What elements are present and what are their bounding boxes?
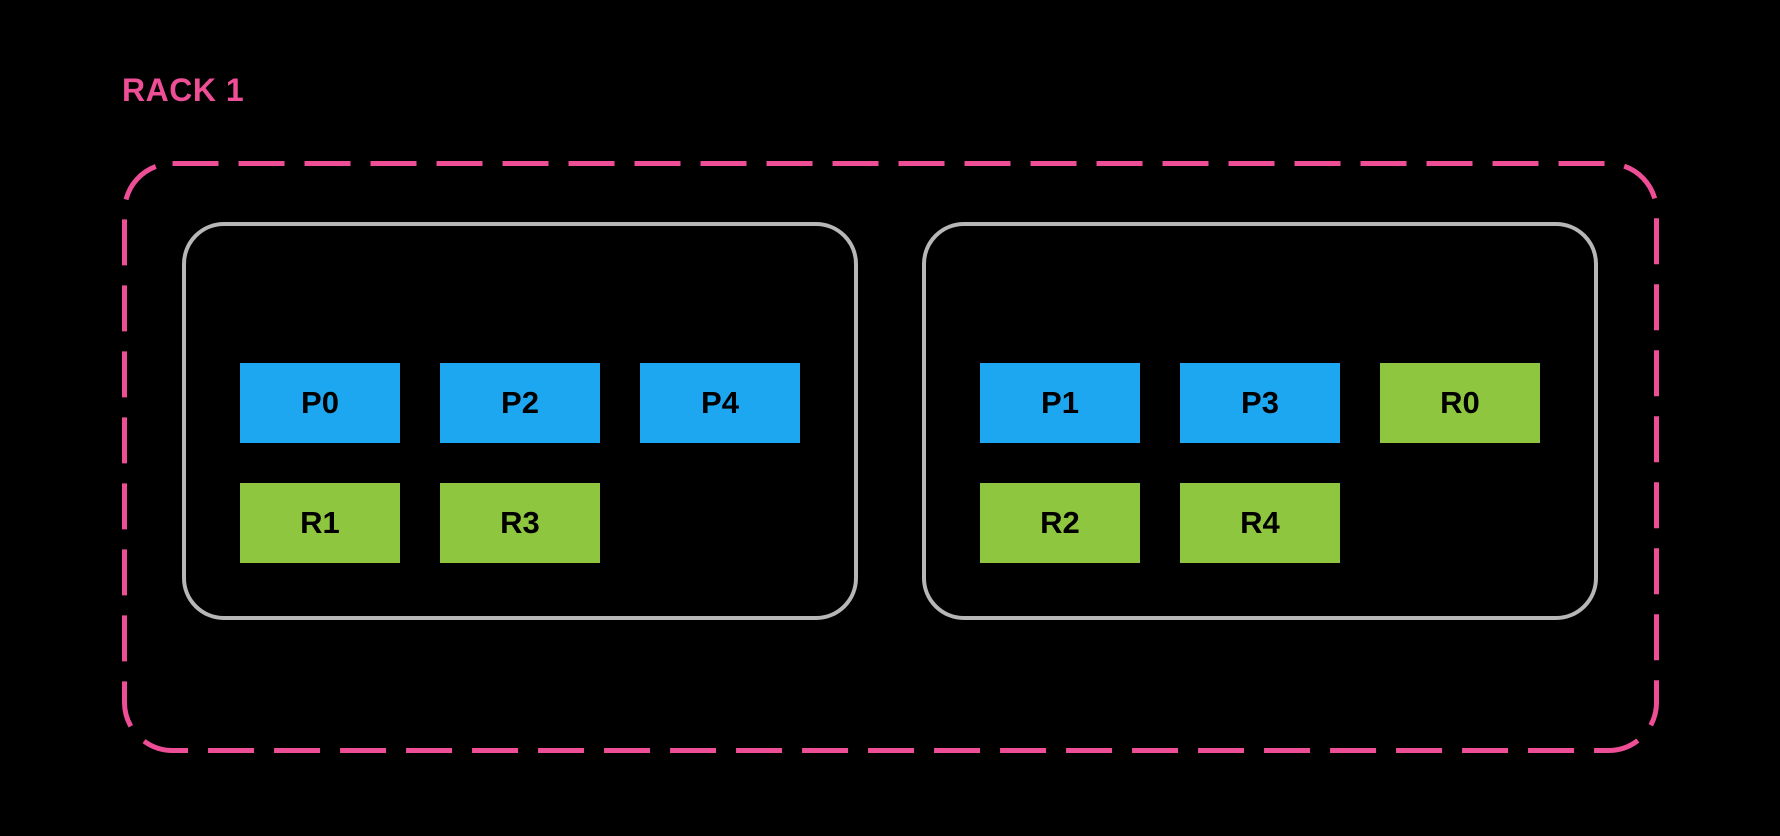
slot-r2: R2 xyxy=(980,483,1140,563)
slot-p3: P3 xyxy=(1180,363,1340,443)
slot-p2: P2 xyxy=(440,363,600,443)
slot-p1: P1 xyxy=(980,363,1140,443)
rack-dashed-border xyxy=(122,161,1659,753)
node-1: P0 P2 P4 R1 R3 xyxy=(182,222,858,620)
slot-r4: R4 xyxy=(1180,483,1340,563)
node-2: P1 P3 R0 R2 R4 xyxy=(922,222,1598,620)
slot-r1: R1 xyxy=(240,483,400,563)
slot-p4: P4 xyxy=(640,363,800,443)
slot-r3: R3 xyxy=(440,483,600,563)
rack-title: RACK 1 xyxy=(122,72,245,108)
slot-r0: R0 xyxy=(1380,363,1540,443)
slot-p0: P0 xyxy=(240,363,400,443)
